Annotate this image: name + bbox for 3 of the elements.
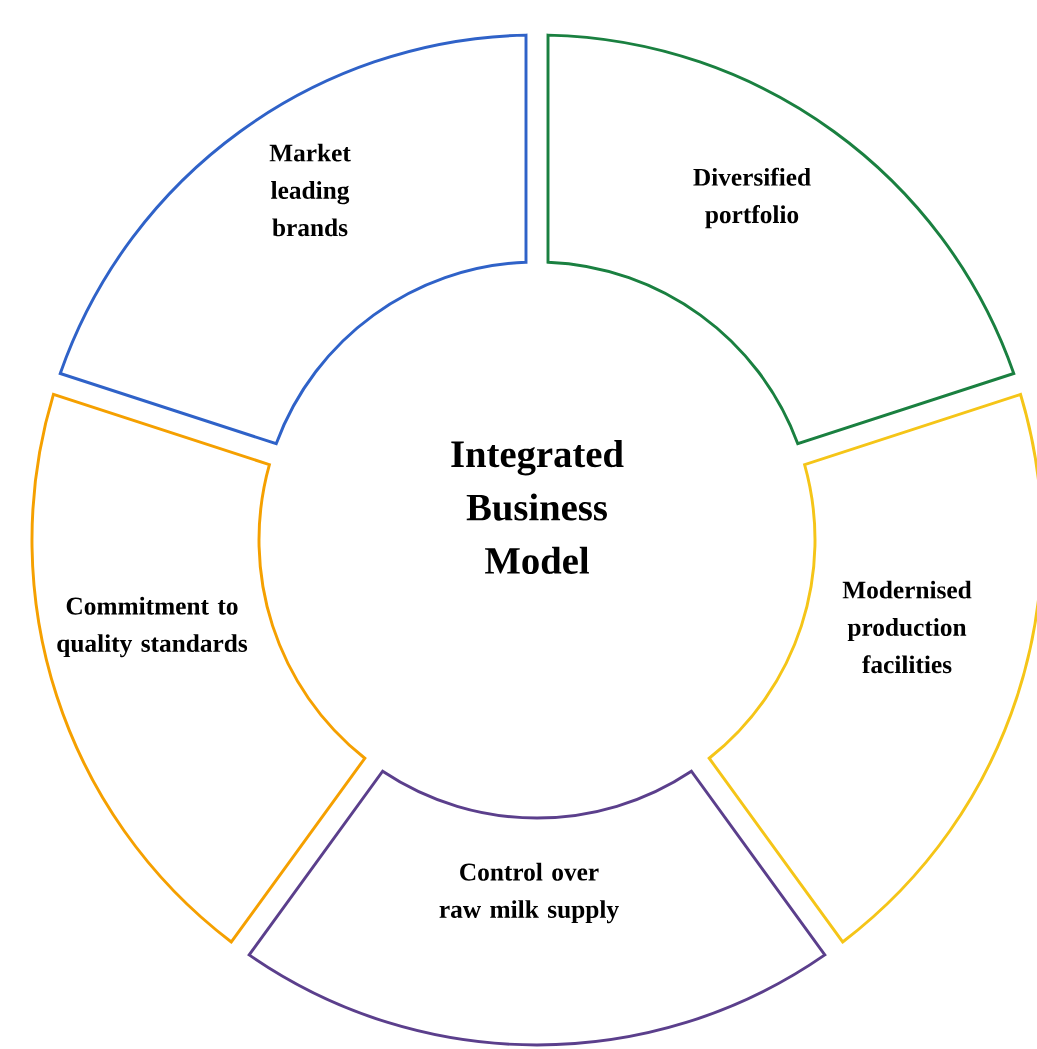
- ring-segment: Commitment to quality standards: [30, 392, 367, 944]
- ring-segment: Modernised production facilities: [707, 393, 1037, 944]
- ring-segment: Control over raw milk supply: [247, 769, 827, 1047]
